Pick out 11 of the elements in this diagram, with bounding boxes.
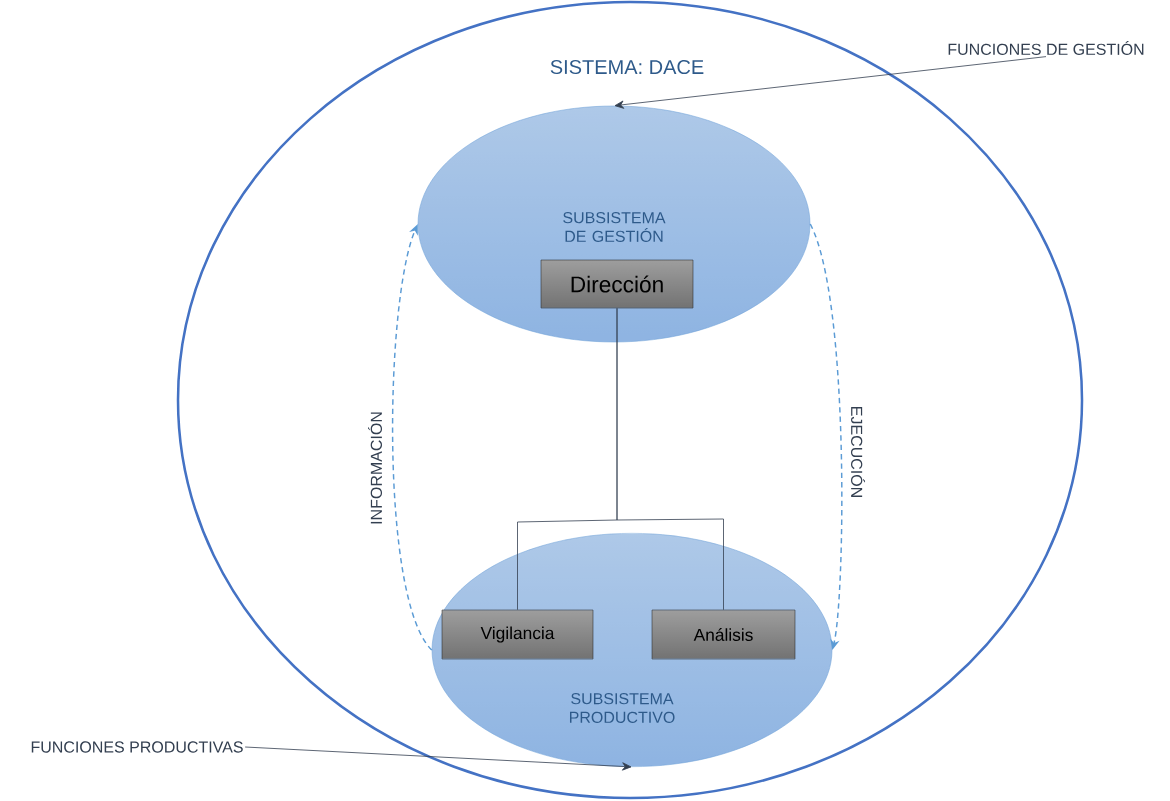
process-box: Vigilancia	[441, 609, 594, 660]
arrow	[614, 56, 1047, 109]
callout-text: FUNCIONES PRODUCTIVAS	[31, 741, 243, 753]
dashed-arrow	[392, 224, 433, 651]
edge-label: EJECUCIÓN	[849, 404, 867, 500]
arrow	[244, 746, 632, 771]
process-box: Análisis	[651, 609, 796, 660]
edge-label: INFORMACIÓN	[366, 409, 384, 527]
process-box: Dirección	[540, 259, 694, 309]
callout-text: FUNCIONES DE GESTIÓN	[948, 41, 1144, 55]
connector-line	[616, 307, 724, 611]
